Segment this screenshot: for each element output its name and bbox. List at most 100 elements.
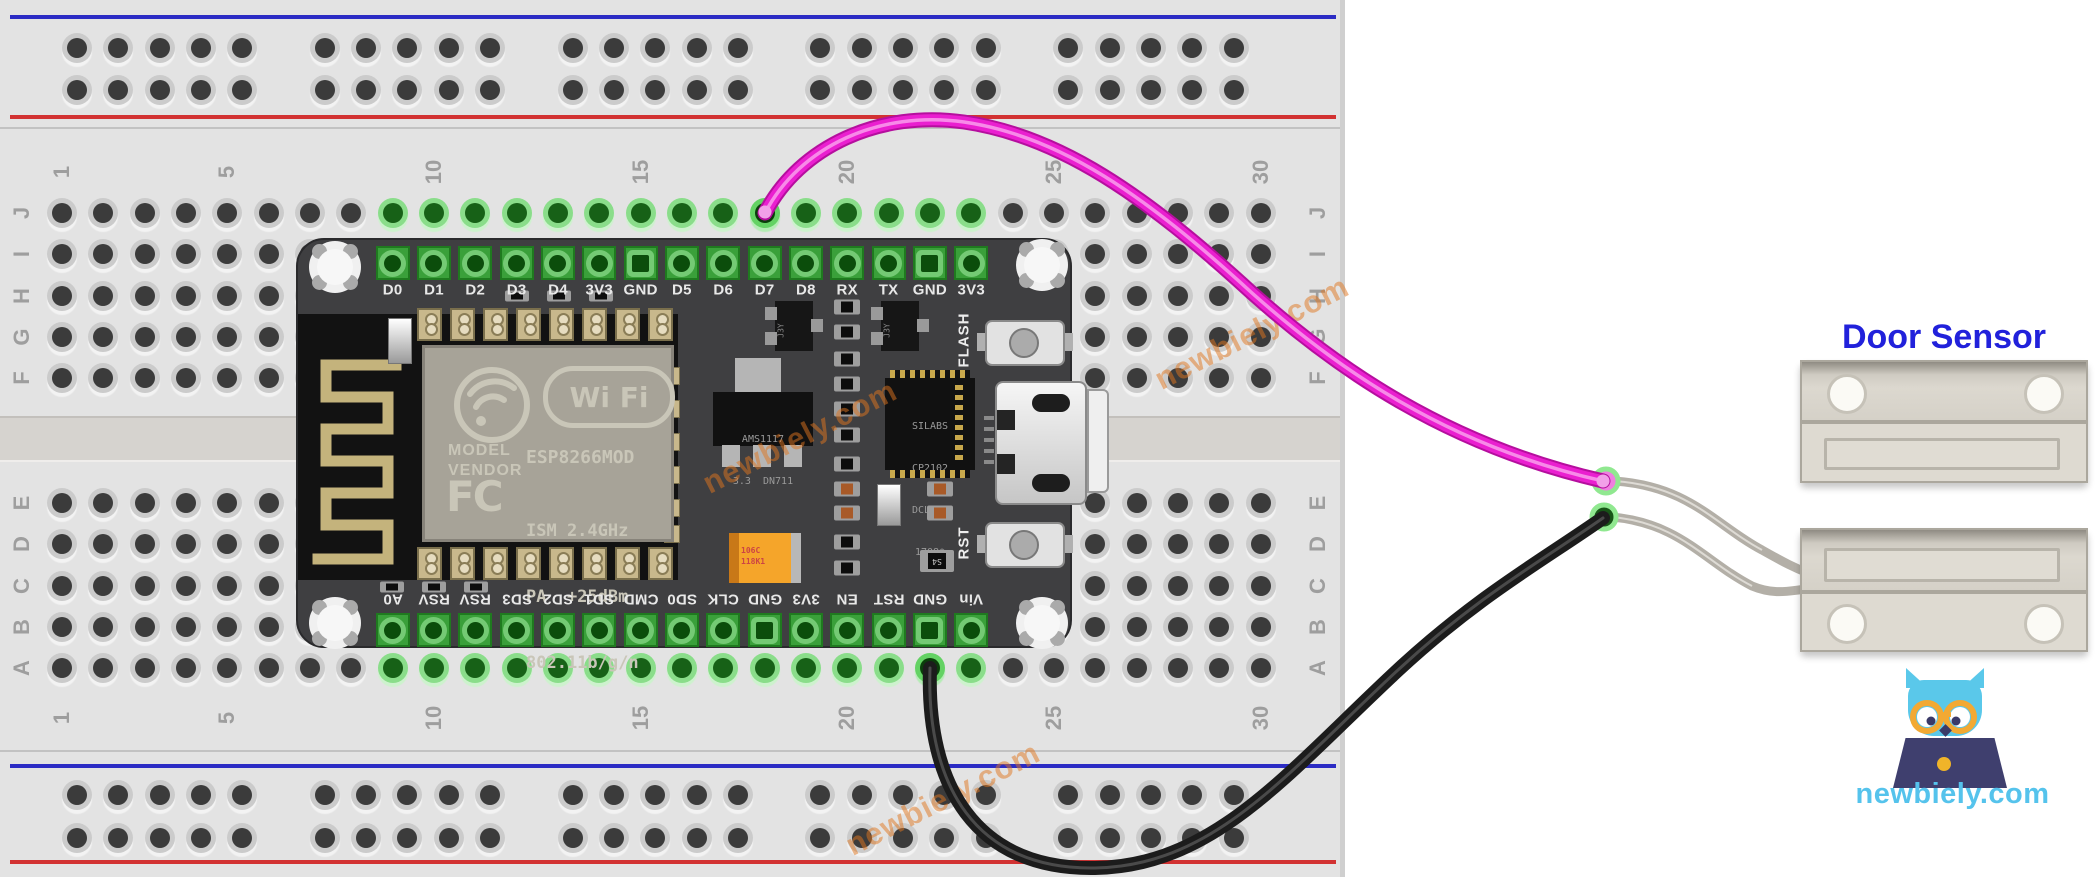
- breadboard-hole: [506, 203, 527, 223]
- breadboard-divider: [0, 750, 1345, 752]
- breadboard-hole: [919, 203, 940, 223]
- breadboard-hole: [671, 658, 692, 679]
- breadboard-hole: [382, 203, 403, 223]
- board-pin-D2: [458, 246, 493, 280]
- board-pin-A0: [375, 613, 410, 647]
- castellated-pad: [648, 308, 673, 341]
- esp12-module: Wi Fi MODEL VENDOR ESP8266MOD FC ISM 2.4…: [298, 308, 680, 673]
- breadboard-hole: [175, 658, 196, 679]
- power-rail-red-line-top: [10, 115, 1336, 119]
- column-number: 15: [627, 159, 653, 185]
- pin-label-bottom: RSV: [459, 590, 492, 608]
- row-letter: C: [9, 577, 34, 594]
- breadboard-hole: [1126, 575, 1147, 596]
- column-number: 25: [1040, 159, 1066, 185]
- smd-component: [505, 290, 529, 302]
- breadboard-hole: [258, 368, 279, 389]
- breadboard-hole: [1167, 575, 1188, 596]
- breadboard-hole: [671, 203, 692, 223]
- power-rail-hole: [1058, 828, 1079, 848]
- breadboard-hole: [1250, 368, 1271, 389]
- smd-component: [834, 505, 860, 521]
- breadboard-hole: [299, 203, 320, 223]
- breadboard-hole: [93, 534, 114, 555]
- power-rail-hole: [562, 828, 583, 848]
- breadboard-hole: [1209, 285, 1230, 306]
- door-sensor-title: Door Sensor: [1841, 318, 2047, 356]
- pin-label-bottom: EN: [836, 590, 858, 608]
- power-rail-hole: [232, 785, 253, 805]
- breadboard-hole: [134, 285, 155, 306]
- power-rail-hole: [686, 785, 707, 805]
- breadboard-hole: [52, 327, 72, 347]
- power-rail-hole: [603, 38, 624, 58]
- breadboard-hole: [961, 658, 982, 679]
- breadboard-hole: [217, 368, 238, 389]
- breadboard-hole: [52, 534, 72, 555]
- board-pin-EN: [830, 613, 865, 647]
- power-rail-hole: [314, 38, 335, 58]
- breadboard-hole: [134, 203, 155, 223]
- screw-hole-icon: [1827, 374, 1867, 414]
- breadboard-hole: [258, 493, 279, 513]
- breadboard-hole: [1167, 534, 1188, 555]
- breadboard-hole: [713, 203, 734, 223]
- board-pin-D8: [788, 246, 823, 280]
- row-letter: F: [1305, 371, 1330, 386]
- board-pin-3V3: [954, 246, 989, 280]
- power-rail-hole: [562, 80, 583, 100]
- breadboard-hole: [1085, 203, 1106, 223]
- breadboard-hole: [52, 617, 72, 637]
- board-pin-SD3: [499, 613, 534, 647]
- sensor-lead-highlight: [1613, 480, 1763, 551]
- breadboard-hole: [258, 534, 279, 555]
- glasses-icon: [1943, 700, 1977, 734]
- breadboard-hole: [1085, 327, 1106, 347]
- breadboard-hole: [341, 203, 362, 223]
- power-rail-hole: [397, 785, 418, 805]
- breadboard-hole: [1043, 658, 1064, 679]
- power-rail-hole: [1140, 80, 1161, 100]
- power-rail-hole: [1182, 785, 1203, 805]
- power-rail-hole: [232, 828, 253, 848]
- door-sensor-magnet: [1800, 360, 2088, 483]
- row-letter: B: [1305, 619, 1330, 635]
- breadboard-hole: [52, 203, 72, 223]
- power-rail-hole: [810, 828, 831, 848]
- breadboard-hole: [93, 617, 114, 637]
- smd-component: [927, 505, 953, 521]
- power-rail-hole: [851, 38, 872, 58]
- row-letter: I: [1305, 251, 1330, 258]
- reset-button-label: RST: [955, 526, 973, 560]
- usb-notch: [997, 410, 1015, 430]
- power-rail-hole: [934, 828, 955, 848]
- row-letter: J: [9, 206, 34, 220]
- power-rail-hole: [108, 80, 129, 100]
- power-rail-hole: [397, 80, 418, 100]
- board-pin-TX: [871, 246, 906, 280]
- breadboard-hole: [465, 658, 486, 679]
- pin-label-top: 3V3: [585, 281, 614, 299]
- breadboard-hole: [1209, 203, 1230, 223]
- breadboard-hole: [93, 575, 114, 596]
- row-letter: C: [1305, 577, 1330, 594]
- column-number: 30: [1247, 705, 1273, 731]
- model-vendor-label: MODEL VENDOR: [448, 442, 523, 479]
- pin-label-top: D6: [713, 281, 734, 299]
- breadboard-hole: [837, 658, 858, 679]
- smd-component: [834, 481, 860, 497]
- smd-component: [464, 581, 488, 593]
- power-rail-hole: [810, 785, 831, 805]
- row-letter: A: [9, 660, 34, 677]
- breadboard-hole: [175, 244, 196, 265]
- power-rail-hole: [149, 38, 170, 58]
- wifi-logo-badge: Wi Fi: [543, 366, 675, 428]
- pin-label-top: GND: [623, 281, 658, 299]
- pin-label-top: RX: [836, 281, 858, 299]
- breadboard-divider: [0, 127, 1345, 129]
- screw-hole-icon: [2024, 374, 2064, 414]
- power-rail-hole: [232, 38, 253, 58]
- smd-diode: S4: [920, 550, 954, 572]
- board-pin-SD1: [582, 613, 617, 647]
- board-pin-D0: [375, 246, 410, 280]
